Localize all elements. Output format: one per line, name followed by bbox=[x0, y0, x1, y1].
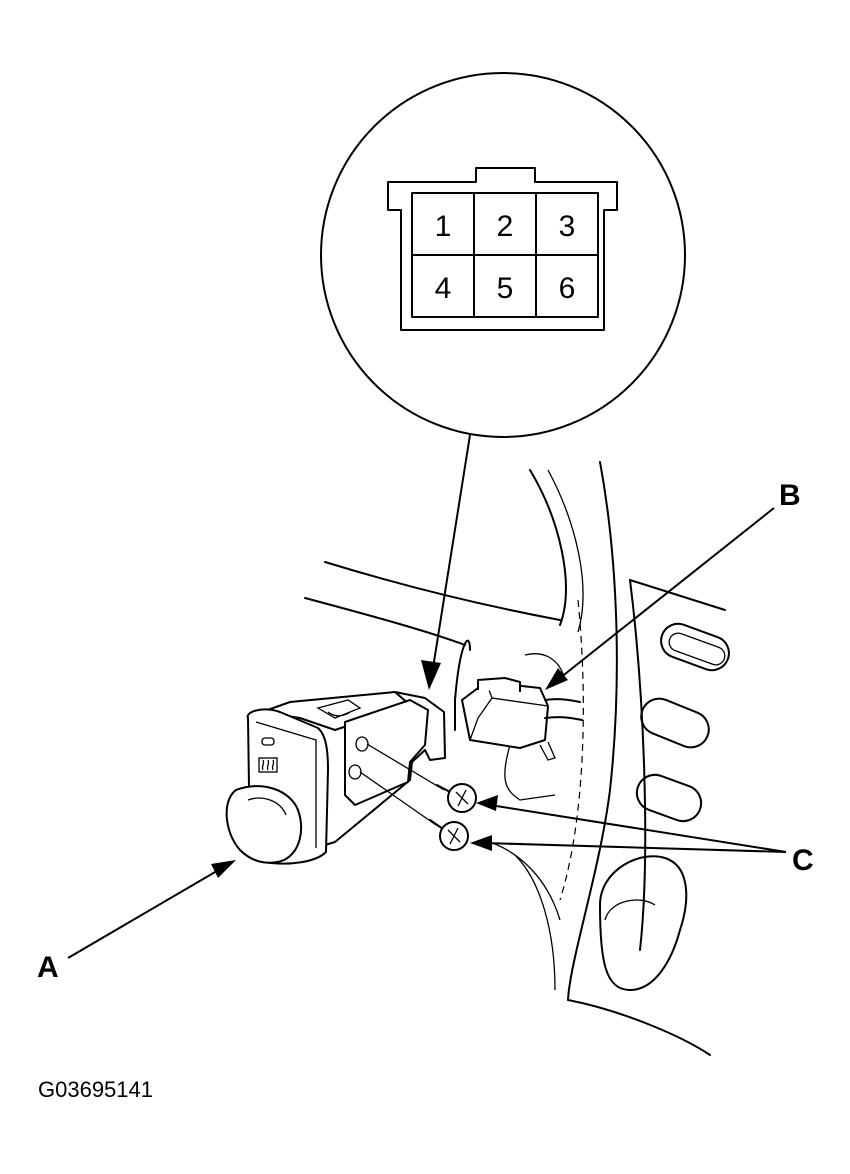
callout-leader-c bbox=[470, 795, 787, 853]
callout-label-b: B bbox=[779, 479, 801, 512]
callout-leader-b bbox=[545, 507, 775, 690]
vent-slot bbox=[640, 697, 710, 749]
connector-plug-icon bbox=[461, 677, 583, 761]
callout-leader-a bbox=[67, 860, 236, 959]
pin-grid: 1 2 3 4 5 6 bbox=[411, 192, 599, 318]
vent-slot bbox=[599, 855, 688, 991]
callout-label-a: A bbox=[37, 951, 59, 984]
pin-label: 4 bbox=[435, 272, 452, 305]
pin-label: 5 bbox=[497, 272, 514, 305]
screw-icon bbox=[436, 783, 477, 813]
detail-pointer-arrow bbox=[421, 434, 471, 690]
callout-label-c: C bbox=[792, 844, 814, 877]
pin-label: 3 bbox=[559, 210, 576, 243]
defrost-symbol-icon bbox=[258, 757, 278, 773]
pin-label: 6 bbox=[559, 272, 576, 305]
magnifier-circle bbox=[320, 72, 686, 438]
pin-label: 2 bbox=[497, 210, 514, 243]
dashboard-panel bbox=[304, 461, 730, 1056]
connector-housing bbox=[387, 167, 618, 331]
switch-icon bbox=[225, 691, 446, 865]
indicator-lamp bbox=[261, 737, 275, 746]
vent-slot bbox=[635, 773, 703, 823]
vent-slot bbox=[660, 622, 730, 672]
pin-label: 1 bbox=[435, 210, 452, 243]
screw-icon bbox=[429, 819, 469, 851]
connector-detail-view: 1 2 3 4 5 6 bbox=[320, 72, 686, 438]
figure-code: G03695141 bbox=[38, 1077, 153, 1102]
